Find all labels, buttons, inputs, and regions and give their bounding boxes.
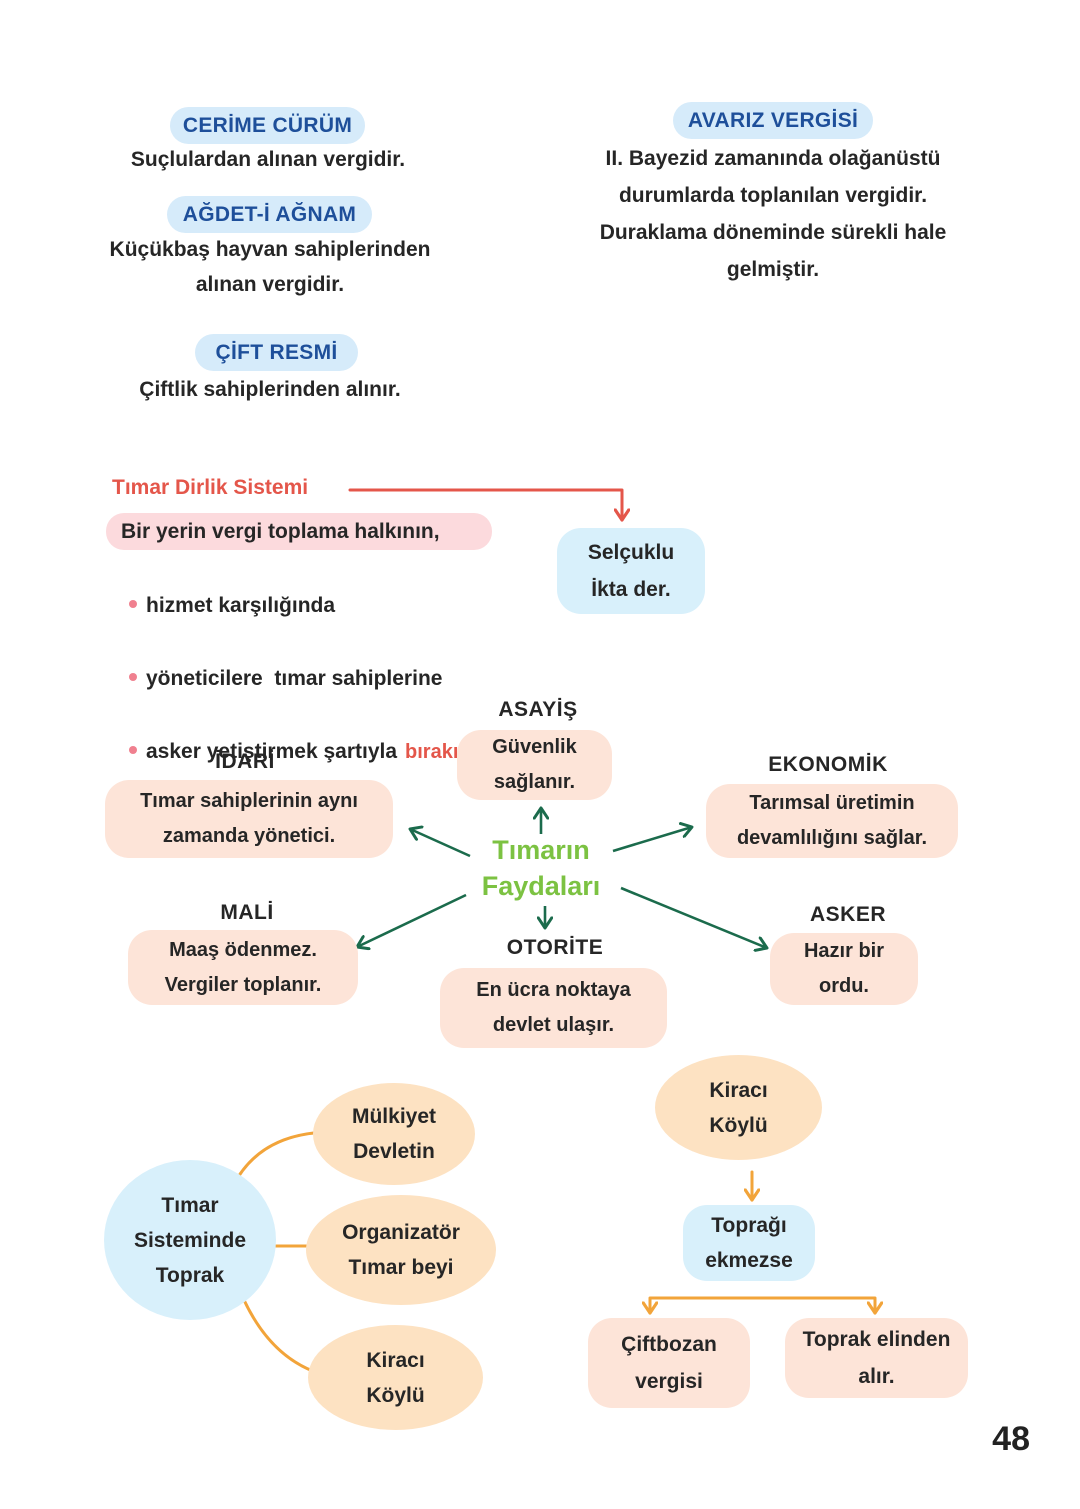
ekonomik-box: Tarımsal üretimin devamlılığını sağlar.	[706, 784, 958, 858]
bullet-text: asker yetiştirmek şartıyla	[146, 740, 398, 763]
bullet-text: hizmet karşılığında	[146, 594, 336, 617]
bubble-line: Tımar	[161, 1193, 219, 1217]
bubble-line: Kiracı	[709, 1078, 768, 1102]
mali-box: Maaş ödenmez. Vergiler toplanır.	[128, 930, 358, 1005]
definition-highlight: Bir yerin vergi toplama halkının,	[106, 513, 492, 550]
tenant-flow-start: Kiracı Köylü	[655, 1055, 822, 1160]
benefit-line: sağlanır.	[493, 771, 576, 793]
box-line: Çiftbozan	[621, 1333, 717, 1356]
otorite-label: OTORİTE	[506, 936, 604, 959]
box-line: alır.	[858, 1365, 895, 1388]
bullet-text: yöneticilere tımar sahiplerine	[146, 667, 443, 690]
description-line: Duraklama döneminde sürekli hale	[599, 221, 947, 244]
description-line: alınan vergidir.	[195, 273, 345, 296]
agdet-i-agnam-title: AĞDET-İ AĞNAM	[167, 196, 372, 233]
ownership-bubble: Mülkiyet Devletin	[313, 1083, 475, 1185]
selcuklu-note: Selçuklu İkta der.	[557, 528, 705, 614]
asker-label: ASKER	[809, 903, 887, 926]
tenant-bubble: Kiracı Köylü	[308, 1325, 483, 1430]
center-title-line: Faydaları	[481, 871, 601, 901]
box-line: vergisi	[635, 1370, 703, 1393]
arrow-to-asker	[620, 886, 767, 948]
asayis-label: ASAYİŞ	[498, 698, 578, 721]
branch-to-land	[760, 1296, 875, 1313]
benefit-line: Hazır bir	[803, 940, 885, 962]
arrow-to-mali	[357, 893, 467, 947]
otorite-box: En ücra noktaya devlet ulaşır.	[440, 968, 667, 1048]
bullet-dot	[129, 600, 137, 609]
bubble-line: Sisteminde	[133, 1228, 247, 1252]
description-line: durumlarda toplanılan vergidir.	[618, 184, 928, 207]
center-title-line: Tımarın	[492, 835, 590, 865]
benefit-line: devamlılığını sağlar.	[736, 827, 928, 849]
bubble-line: Köylü	[366, 1383, 425, 1407]
cift-resmi-title: ÇİFT RESMİ	[195, 334, 358, 371]
note-line: Selçuklu	[587, 541, 675, 564]
page-number: 48	[992, 1420, 1030, 1458]
cerime-curum-title: CERİME CÜRÜM	[170, 107, 365, 144]
description-line: Küçükbaş hayvan sahiplerinden	[109, 238, 431, 261]
benefit-line: devlet ulaşır.	[492, 1014, 615, 1036]
bullet-dot	[129, 746, 137, 755]
timar-dirlik-title: Tımar Dirlik Sistemi	[112, 476, 309, 499]
asker-box: Hazır bir ordu.	[770, 933, 918, 1005]
bullet-item: yöneticilere tımar sahiplerine	[129, 660, 540, 697]
description-line: gelmiştir.	[726, 258, 820, 281]
arrow-to-idari	[410, 829, 471, 858]
idari-box: Tımar sahiplerinin aynı zamanda yönetici…	[105, 780, 393, 858]
bubble-line: Devletin	[353, 1140, 435, 1163]
benefits-center-title: Tımarın Faydaları	[482, 832, 601, 904]
avariz-vergisi-title: AVARIZ VERGİSİ	[673, 102, 873, 139]
bubble-line: Köylü	[709, 1113, 768, 1137]
bullet-item: hizmet karşılığında	[129, 587, 540, 624]
benefit-line: En ücra noktaya	[476, 979, 631, 1001]
mali-label: MALİ	[220, 901, 274, 924]
box-line: ekmezse	[705, 1249, 793, 1272]
asayis-box: Güvenlik sağlanır.	[457, 730, 612, 800]
organizer-bubble: Organizatör Tımar beyi	[306, 1195, 496, 1305]
benefit-line: Maaş ödenmez.	[169, 938, 317, 961]
benefit-line: zamanda yönetici.	[162, 825, 336, 847]
agdet-i-agnam-description: Küçükbaş hayvan sahiplerinden alınan ver…	[110, 232, 431, 302]
timar-to-selcuklu-arrow	[348, 488, 622, 520]
benefit-line: Tarımsal üretimin	[749, 792, 915, 814]
description-line: II. Bayezid zamanında olağanüstü	[605, 147, 941, 170]
bubble-line: Toprak	[155, 1263, 225, 1287]
box-line: Toprağı	[711, 1214, 787, 1237]
idari-label: İDARİ	[215, 750, 275, 773]
branch-to-tax	[650, 1296, 764, 1313]
benefit-line: ordu.	[819, 975, 869, 997]
benefit-line: Güvenlik	[492, 736, 577, 758]
benefit-line: Vergiler toplanır.	[164, 973, 322, 996]
arrow-to-ekonomik	[612, 827, 692, 853]
description-line: Çiftlik sahiplerinden alınır.	[139, 378, 401, 401]
land-center-bubble: Tımar Sisteminde Toprak	[104, 1160, 276, 1320]
cift-resmi-description: Çiftlik sahiplerinden alınır.	[139, 372, 400, 408]
bubble-line: Kiracı	[366, 1348, 425, 1372]
description-line: Suçlulardan alınan vergidir.	[130, 148, 406, 171]
condition-box: Toprağı ekmezse	[683, 1205, 815, 1281]
box-line: Toprak elinden	[802, 1328, 951, 1351]
bubble-line: Mülkiyet	[351, 1105, 437, 1128]
result-tax-box: Çiftbozan vergisi	[588, 1318, 750, 1408]
bubble-line: Tımar beyi	[348, 1256, 454, 1279]
ekonomik-label: EKONOMİK	[768, 753, 888, 776]
bullet-dot	[129, 673, 137, 682]
bubble-line: Organizatör	[342, 1221, 460, 1244]
cerime-curum-description: Suçlulardan alınan vergidir.	[131, 142, 405, 178]
avariz-vergisi-description: II. Bayezid zamanında olağanüstü durumla…	[600, 140, 947, 288]
benefit-line: Tımar sahiplerinin aynı	[140, 790, 358, 812]
result-land-box: Toprak elinden alır.	[785, 1318, 968, 1398]
note-line: İkta der.	[591, 578, 671, 601]
